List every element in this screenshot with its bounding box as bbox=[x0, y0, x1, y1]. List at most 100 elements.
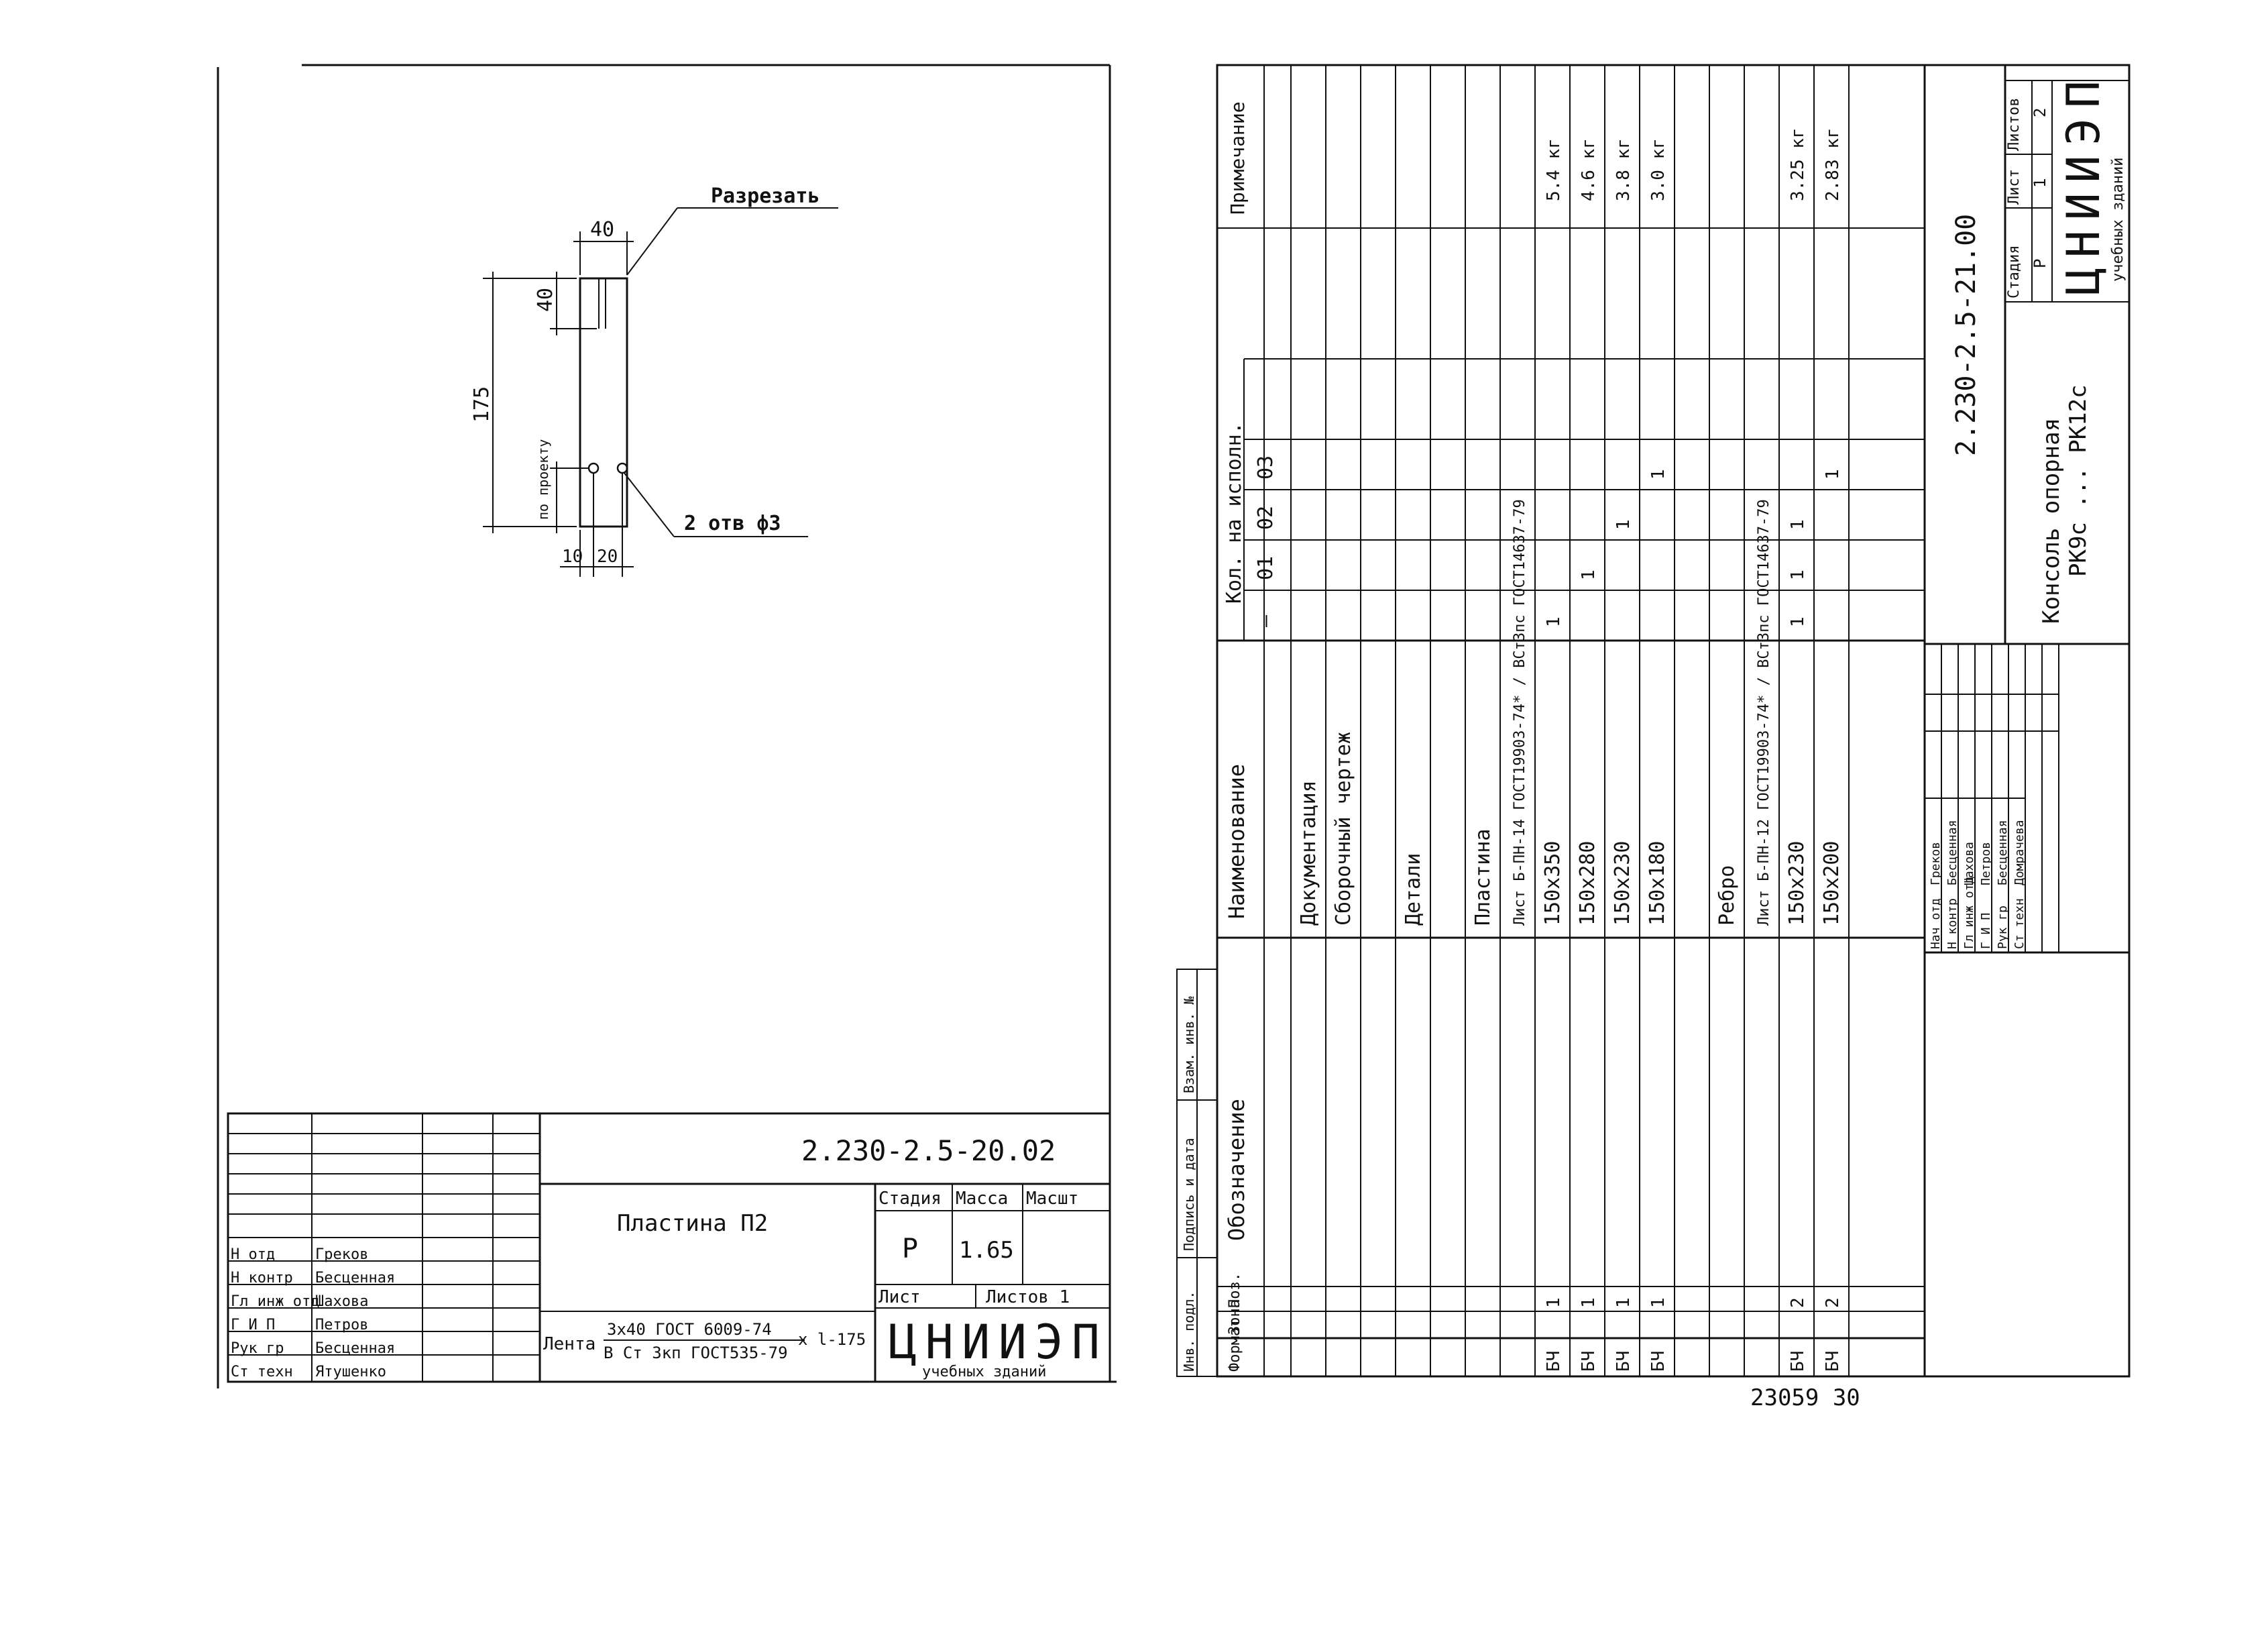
left-person-name: Бесценная bbox=[315, 1340, 395, 1357]
spec-headers: Формат Зона Поз. Обозначение Наименовани… bbox=[1223, 101, 1278, 1372]
left-person-name: Бесценная bbox=[315, 1270, 395, 1287]
header-name: Наименование bbox=[1224, 764, 1249, 919]
right-org-logo: ЦНИИЭП bbox=[2057, 80, 2110, 295]
spec-row-pos: 2 bbox=[1823, 1297, 1843, 1308]
side-stamp: Инв. подл. Подпись и дата Взам. инв. № bbox=[1176, 969, 1218, 1377]
spec-row-format: БЧ bbox=[1648, 1351, 1668, 1372]
spec-row-note: 3.25 кг bbox=[1788, 127, 1808, 201]
side-stamp-repl: Взам. инв. № bbox=[1181, 996, 1197, 1093]
dim-top-width: 40 bbox=[590, 218, 614, 241]
left-sheet: 40 Разрезать 175 40 по проекту 10 20 2 о… bbox=[217, 64, 1117, 1388]
right-person-role: Г И П bbox=[1979, 913, 1993, 949]
spec-row-name: 150x180 bbox=[1646, 841, 1669, 926]
material-suffix: x l-175 bbox=[798, 1330, 866, 1349]
right-name-line2: РК9с ... РК12с bbox=[2065, 384, 2092, 577]
holes-note: 2 отв ф3 bbox=[684, 512, 781, 535]
left-sheets-label: Листов 1 bbox=[986, 1287, 1070, 1307]
spec-row-name: 150x200 bbox=[1820, 841, 1844, 926]
left-person-role: Н контр bbox=[231, 1270, 293, 1287]
dim-bottom-left: 10 bbox=[562, 547, 583, 567]
left-org-sub: учебных зданий bbox=[922, 1364, 1046, 1380]
header-designation: Обозначение bbox=[1224, 1099, 1249, 1241]
left-person-role: Рук гр bbox=[231, 1340, 284, 1357]
left-doc-code: 2.230-2.5-20.02 bbox=[801, 1134, 1056, 1167]
spec-header-vertical-lines bbox=[1217, 227, 1925, 1312]
spec-row-format: БЧ bbox=[1788, 1351, 1808, 1372]
material-numerator: 3x40 ГОСТ 6009-74 bbox=[607, 1320, 772, 1339]
qty-col-0: — bbox=[1254, 614, 1278, 627]
spec-row-name: 150x350 bbox=[1541, 841, 1565, 926]
left-scale-header: Масшт bbox=[1026, 1189, 1078, 1209]
spec-row-qty: 1 bbox=[1788, 569, 1808, 580]
right-person-role: Ст техн bbox=[2012, 898, 2027, 949]
right-person-role: Рук гр bbox=[1996, 906, 2010, 949]
plate-detail-drawing: 40 Разрезать 175 40 по проекту 10 20 2 о… bbox=[470, 184, 838, 577]
right-person-role: Н контр bbox=[1945, 898, 1960, 949]
spec-row-note: 4.6 кг bbox=[1579, 138, 1599, 201]
right-stage-header: Стадия bbox=[2006, 245, 2023, 298]
hole-left bbox=[587, 462, 600, 474]
right-sheets-header: Листов bbox=[2006, 98, 2023, 151]
spec-row-name: Ребро bbox=[1715, 865, 1739, 926]
footer-number: 23059 30 bbox=[1750, 1384, 1860, 1411]
spec-row-name: Пластина bbox=[1471, 829, 1495, 926]
spec-row-format: БЧ bbox=[1544, 1351, 1564, 1372]
right-person-name: Бесценная bbox=[1996, 820, 2010, 885]
dim-slot-len: 40 bbox=[534, 288, 557, 312]
right-person-name: Домрачева bbox=[2012, 820, 2027, 885]
hole-right bbox=[616, 462, 628, 474]
spec-row-name: Лист Б-ПН-12 ГОСТ19903-74* / ВСт3пс ГОСТ… bbox=[1756, 499, 1772, 926]
dim-height: 175 bbox=[470, 386, 494, 423]
spec-row-format: БЧ bbox=[1613, 1351, 1634, 1372]
left-person-role: Ст техн bbox=[231, 1364, 293, 1380]
spec-row-pos: 1 bbox=[1648, 1297, 1668, 1308]
right-title-block: Стадия Лист Листов Р 1 2 ЦНИИЭП учебных … bbox=[1925, 65, 2129, 954]
left-mass-header: Масса bbox=[956, 1189, 1008, 1209]
material-prefix: Лента bbox=[543, 1334, 596, 1354]
right-person-name: Бесценная bbox=[1945, 820, 1960, 885]
spec-row-pos: 1 bbox=[1613, 1297, 1634, 1308]
left-person-name: Петров bbox=[315, 1317, 368, 1333]
right-person-name: Греков bbox=[1929, 842, 1943, 885]
spec-row-name: 150x230 bbox=[1611, 841, 1634, 926]
spec-row-qty: 1 bbox=[1648, 469, 1668, 480]
spec-row-note: 2.83 кг bbox=[1823, 127, 1843, 201]
left-org-logo: ЦНИИЭП bbox=[889, 1315, 1100, 1370]
spec-row-note: 3.0 кг bbox=[1648, 138, 1668, 201]
left-person-name: Греков bbox=[315, 1246, 368, 1263]
left-person-name: Шахова bbox=[315, 1293, 368, 1310]
left-part-name: Пластина П2 bbox=[617, 1210, 768, 1237]
right-stage-value: Р bbox=[2031, 259, 2049, 268]
spec-row-qty: 1 bbox=[1579, 569, 1599, 580]
material-denominator: В Ст 3кп ГОСТ535-79 bbox=[604, 1344, 788, 1362]
right-sheet-header: Лист bbox=[2006, 169, 2023, 205]
right-person-name: Шахова bbox=[1962, 842, 1976, 885]
left-person-role: Г И П bbox=[231, 1317, 275, 1333]
spec-row-pos: 1 bbox=[1544, 1297, 1564, 1308]
spec-row-name: Лист Б-ПН-14 ГОСТ19903-74* / ВСт3пс ГОСТ… bbox=[1512, 499, 1528, 926]
spec-row-format: БЧ bbox=[1579, 1351, 1599, 1372]
right-sheets-value: 2 bbox=[2031, 108, 2049, 117]
header-note: Примечание bbox=[1227, 101, 1249, 215]
right-person-role: Нач отд bbox=[1929, 898, 1943, 949]
spec-row-name: 150x230 bbox=[1785, 841, 1809, 926]
header-zone: Зона bbox=[1227, 1299, 1243, 1335]
spec-row-name: Детали bbox=[1402, 853, 1425, 926]
dim-bottom-right: 20 bbox=[597, 547, 618, 567]
left-person-role: Гл инж отд bbox=[231, 1293, 319, 1310]
right-doc-code: 2.230-2.5-21.00 bbox=[1951, 214, 1982, 456]
side-stamp-sign: Подпись и дата bbox=[1181, 1138, 1197, 1251]
right-person-name: Петров bbox=[1979, 842, 1993, 885]
left-sheet-label: Лист bbox=[878, 1287, 921, 1307]
header-qty-title: Кол. на исполн. bbox=[1223, 422, 1246, 604]
right-sheet: Формат Зона Поз. Обозначение Наименовани… bbox=[1176, 64, 2131, 1411]
spec-row-qty: 1 bbox=[1613, 519, 1634, 530]
spec-row-format: БЧ bbox=[1823, 1351, 1843, 1372]
left-person-name: Ятушенко bbox=[315, 1364, 386, 1380]
spec-row-pos: 1 bbox=[1579, 1297, 1599, 1308]
qty-col-2: 02 bbox=[1254, 506, 1278, 530]
header-pos: Поз. bbox=[1227, 1272, 1243, 1308]
